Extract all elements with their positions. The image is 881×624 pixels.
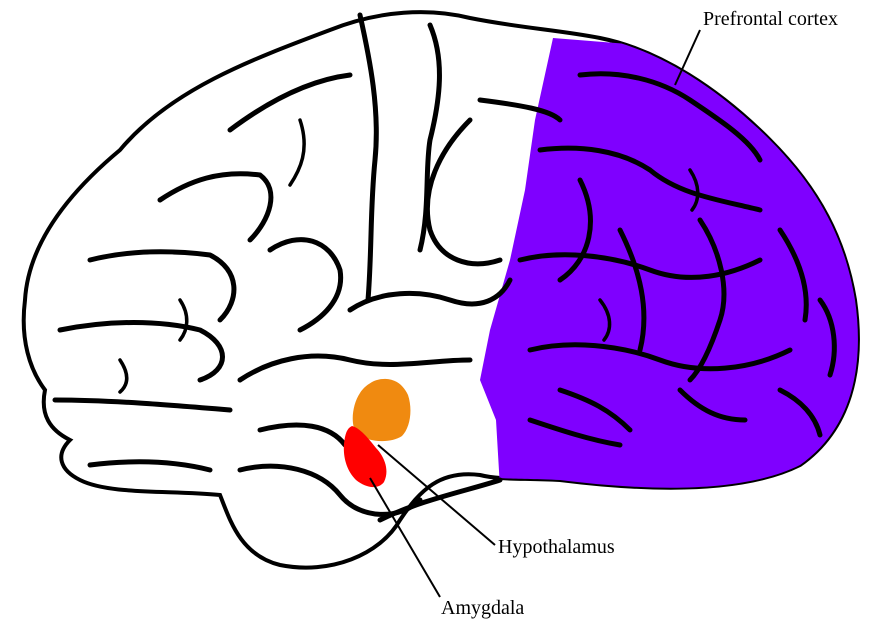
- prefrontal-cortex-label: Prefrontal cortex: [703, 8, 838, 30]
- amygdala-label: Amygdala: [441, 597, 524, 619]
- hypothalamus-label: Hypothalamus: [498, 536, 615, 558]
